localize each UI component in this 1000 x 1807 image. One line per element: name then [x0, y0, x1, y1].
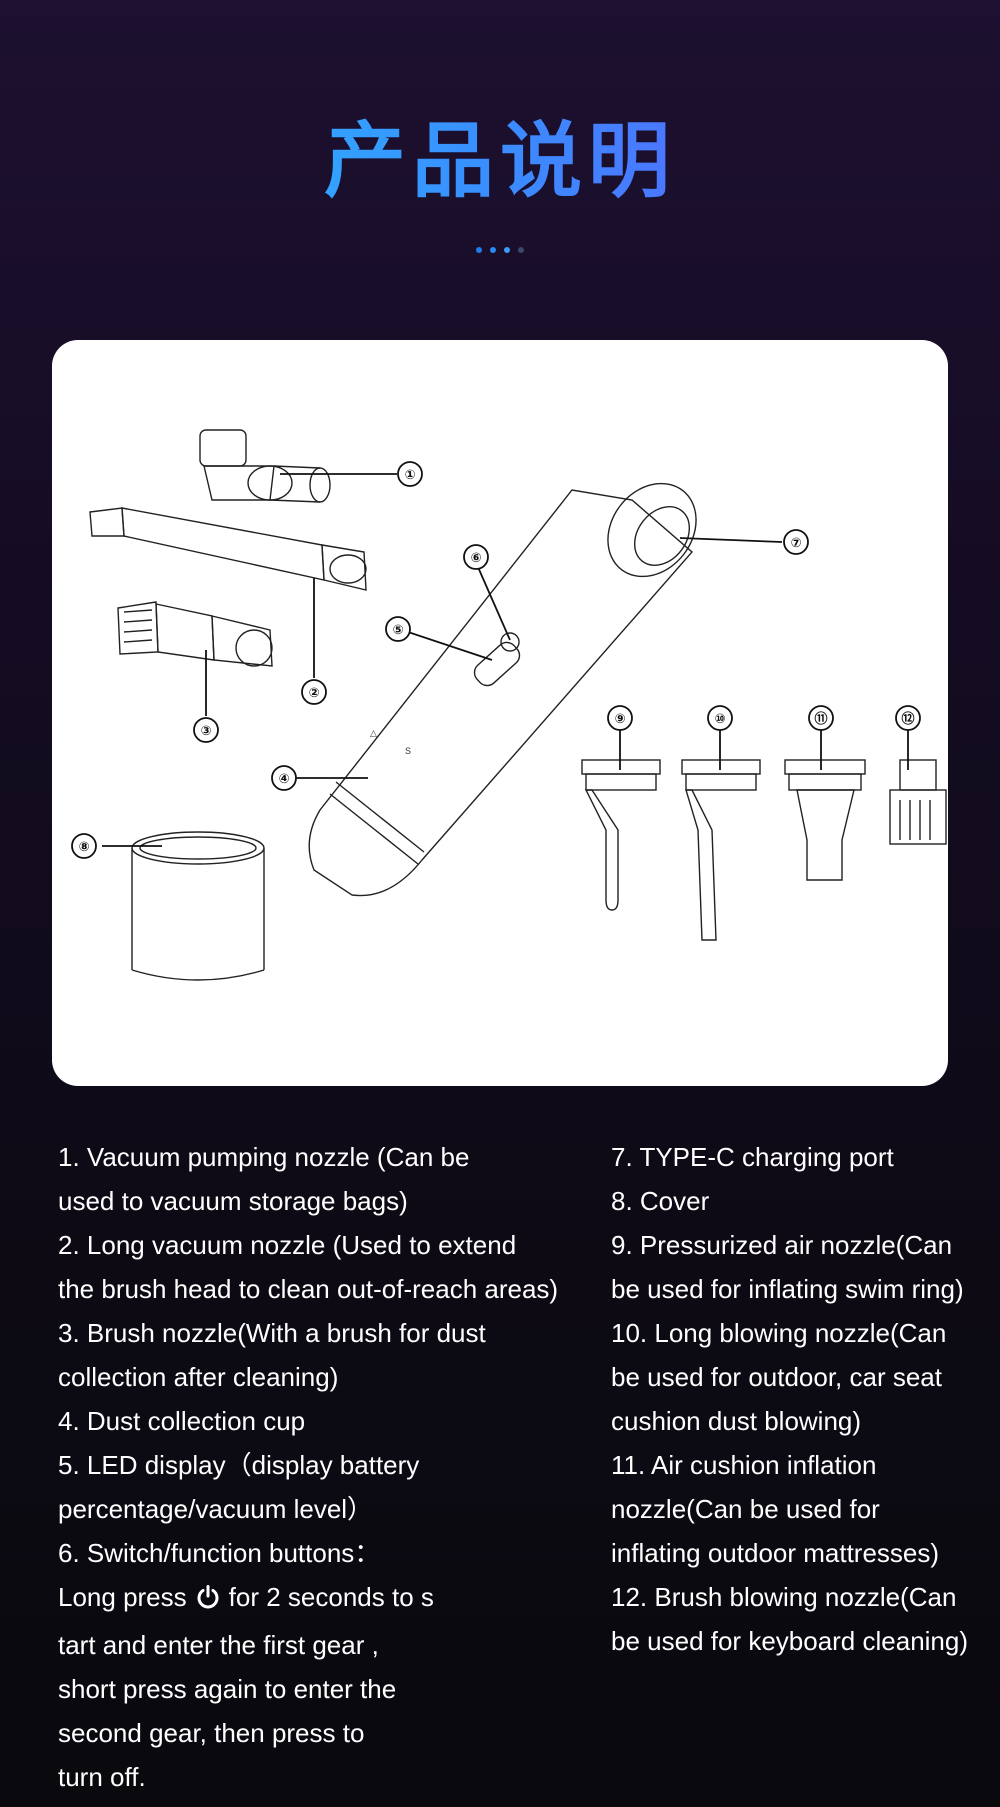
desc-line: 1. Vacuum pumping nozzle (Can be	[58, 1142, 470, 1172]
vacuum-body-drawing: △ S	[308, 482, 697, 897]
desc-line: 9. Pressurized air nozzle(Can	[611, 1230, 953, 1260]
callout-label-4: ④	[278, 772, 289, 787]
callout-leaders	[102, 473, 909, 847]
callout-label-11: ⑪	[814, 711, 827, 727]
long-press-suffix-text: for 2 seconds to s	[228, 1582, 434, 1612]
title-decoration-dots	[0, 247, 1000, 253]
callout-circles	[71, 461, 921, 859]
desc-line: second gear, then press to	[58, 1718, 365, 1748]
desc-line: 7. TYPE-C charging port	[611, 1142, 894, 1172]
long-press-line: Long press for 2 seconds to s	[58, 1575, 578, 1623]
callout-label-8: ⑧	[78, 840, 89, 855]
desc-line: 3. Brush nozzle(With a brush for dust	[58, 1318, 486, 1348]
description-right-column: 7. TYPE-C charging port 8. Cover 9. Pres…	[611, 1135, 991, 1663]
callout-label-6: ⑥	[470, 551, 481, 566]
vacuum-pumping-nozzle-drawing	[199, 429, 331, 503]
svg-text:△: △	[370, 728, 377, 738]
callout-label-12: ⑫	[901, 711, 914, 727]
desc-line: used to vacuum storage bags)	[58, 1186, 408, 1216]
desc-line: cushion dust blowing)	[611, 1406, 862, 1436]
pressurized-air-nozzle-drawing	[581, 759, 661, 911]
brush-nozzle-drawing	[117, 601, 273, 667]
desc-line: be used for outdoor, car seat	[611, 1362, 942, 1392]
desc-line: be used for inflating swim ring)	[611, 1274, 964, 1304]
callout-label-1: ①	[404, 468, 415, 483]
desc-line: nozzle(Can be used for	[611, 1494, 880, 1524]
desc-line: 2. Long vacuum nozzle (Used to extend	[58, 1230, 517, 1260]
long-press-text: Long press	[58, 1582, 187, 1612]
desc-line: 11. Air cushion inflation	[611, 1450, 877, 1480]
desc-line: 5. LED display（display battery	[58, 1450, 420, 1480]
desc-line: short press again to enter the	[58, 1674, 397, 1704]
product-diagram: △ S	[71, 429, 947, 981]
long-blowing-nozzle-drawing	[681, 759, 761, 941]
power-icon	[195, 1579, 221, 1623]
desc-line: 8. Cover	[611, 1186, 710, 1216]
desc-line: 4. Dust collection cup	[58, 1406, 306, 1436]
brush-blowing-nozzle-drawing	[889, 759, 947, 845]
callout-label-7: ⑦	[790, 536, 801, 551]
page-title: 产品说明	[0, 112, 1000, 212]
desc-line: 10. Long blowing nozzle(Can	[611, 1318, 947, 1348]
desc-line: tart and enter the first gear ,	[58, 1630, 379, 1660]
callout-label-3: ③	[200, 724, 211, 739]
desc-line: turn off.	[58, 1762, 146, 1792]
callout-label-10: ⑩	[714, 712, 725, 727]
desc-line: collection after cleaning)	[58, 1362, 339, 1392]
desc-line: 6. Switch/function buttons：	[58, 1538, 381, 1568]
decor-dot-1	[476, 247, 482, 253]
decor-dot-4	[518, 247, 524, 253]
desc-line: 12. Brush blowing nozzle(Can	[611, 1582, 957, 1612]
svg-text:S: S	[405, 746, 411, 756]
desc-line: the brush head to clean out-of-reach are…	[58, 1274, 559, 1304]
callout-label-9: ⑨	[614, 712, 625, 727]
desc-line: inflating outdoor mattresses)	[611, 1538, 940, 1568]
cover-drawing	[131, 831, 265, 981]
air-cushion-nozzle-drawing	[784, 759, 866, 881]
decor-dot-3	[504, 247, 510, 253]
callout-label-5: ⑤	[392, 623, 403, 638]
decor-dot-2	[490, 247, 496, 253]
description-left-column: 1. Vacuum pumping nozzle (Can be used to…	[58, 1135, 578, 1799]
desc-line: percentage/vacuum level）	[58, 1494, 374, 1524]
desc-line: be used for keyboard cleaning)	[611, 1626, 969, 1656]
long-vacuum-nozzle-drawing	[89, 507, 367, 591]
callout-label-2: ②	[308, 686, 319, 701]
product-diagram-panel: △ S	[52, 340, 948, 1086]
